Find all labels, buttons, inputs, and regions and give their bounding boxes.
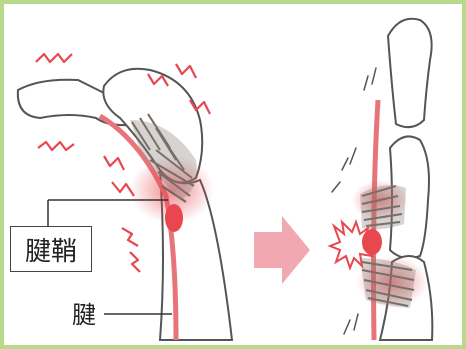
right-top-bone [388, 19, 432, 127]
tendon-label: 腱 [72, 295, 96, 330]
transition-arrow [254, 216, 310, 284]
left-nodule [165, 204, 183, 232]
right-finger [330, 19, 432, 340]
left-finger [18, 69, 232, 340]
tendon-sheath-label: 腱鞘 [10, 226, 92, 272]
